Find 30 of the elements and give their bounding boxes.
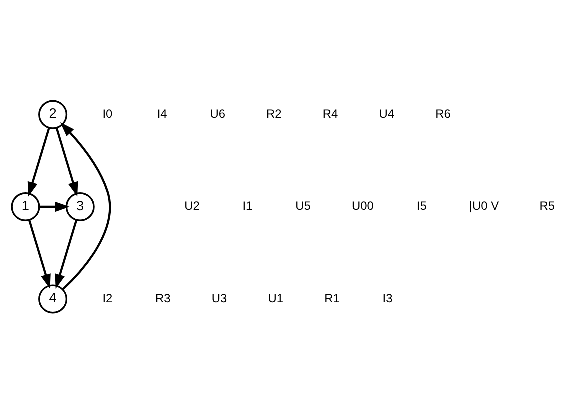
label: I4 <box>157 106 168 120</box>
label: I5 <box>416 198 427 213</box>
label: R5 <box>540 198 556 213</box>
arrow <box>28 127 50 196</box>
label: |U0 V <box>469 198 500 213</box>
label: U4 <box>379 106 395 120</box>
node-circle: 3 <box>66 192 95 222</box>
label: U6 <box>210 106 226 120</box>
arrow <box>55 220 78 288</box>
label: I3 <box>382 290 393 305</box>
label: R3 <box>156 290 171 305</box>
label: I1 <box>242 198 253 213</box>
label: R6 <box>436 106 451 120</box>
label: U2 <box>184 198 200 213</box>
label: U1 <box>268 290 284 305</box>
label: I2 <box>102 290 113 305</box>
node-circle: 1 <box>11 192 40 222</box>
arrow <box>28 220 51 288</box>
label: R2 <box>266 106 282 120</box>
arrow <box>39 201 70 212</box>
label: U00 <box>352 198 374 213</box>
node-circle: 4 <box>38 284 68 314</box>
label: U5 <box>296 198 311 213</box>
label: U3 <box>212 290 228 305</box>
label: R1 <box>324 290 340 305</box>
label: I0 <box>102 106 113 120</box>
node-circle: 2 <box>38 100 68 129</box>
arrow <box>60 122 112 290</box>
arrow <box>56 127 78 196</box>
label: R4 <box>322 106 338 120</box>
